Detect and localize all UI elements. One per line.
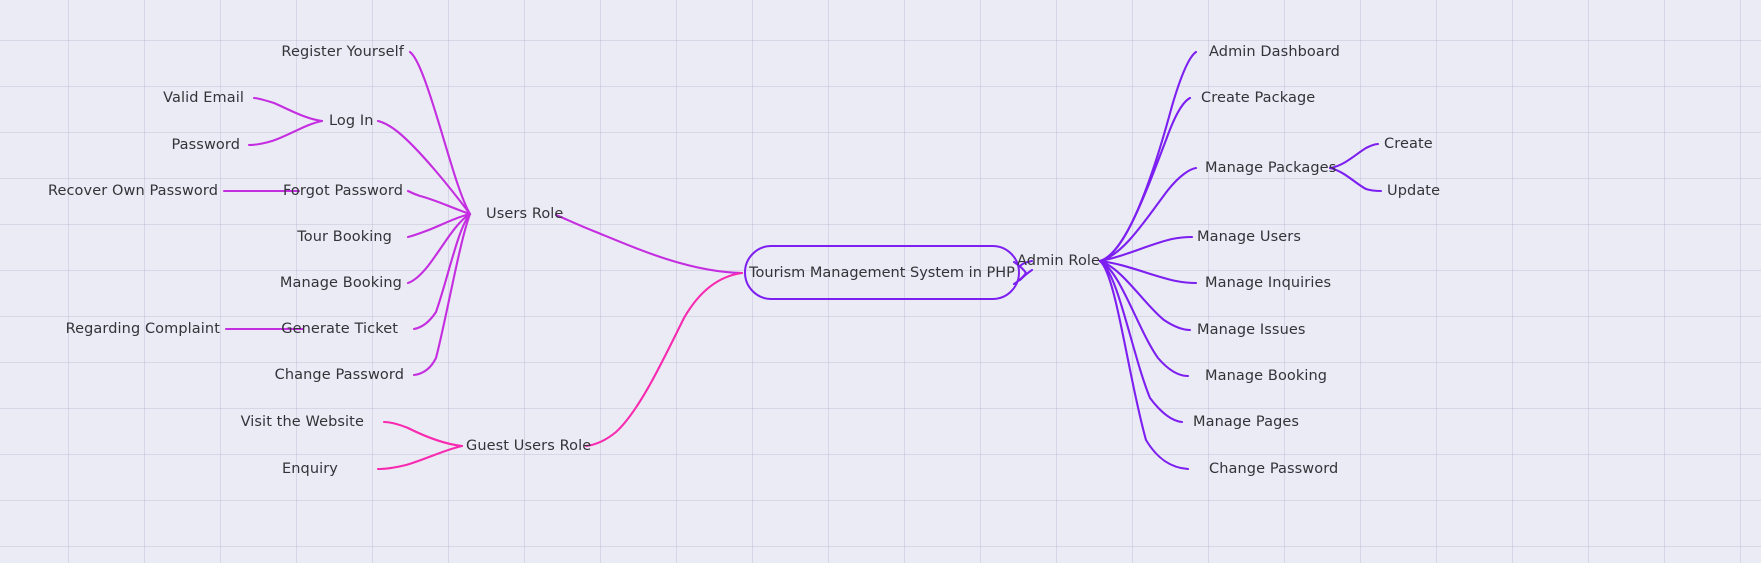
node-admin-dashboard[interactable]: Admin Dashboard: [1209, 43, 1340, 60]
node-visit-the-website[interactable]: Visit the Website: [240, 413, 364, 430]
node-create[interactable]: Create: [1384, 135, 1433, 152]
node-generate-ticket[interactable]: Generate Ticket: [281, 320, 398, 337]
node-manage-users[interactable]: Manage Users: [1197, 228, 1302, 245]
node-manage-booking-user[interactable]: Manage Booking: [279, 274, 402, 291]
node-create-package[interactable]: Create Package: [1201, 89, 1316, 106]
node-guest-users-role[interactable]: Guest Users Role: [466, 437, 592, 454]
node-manage-booking-admin[interactable]: Manage Booking: [1205, 367, 1328, 384]
node-tour-booking[interactable]: Tour Booking: [297, 228, 392, 245]
node-recover-own-password[interactable]: Recover Own Password: [47, 182, 218, 199]
node-update[interactable]: Update: [1387, 182, 1441, 199]
root-node-label: Tourism Management System in PHP: [749, 264, 1015, 281]
node-users-role[interactable]: Users Role: [486, 205, 564, 222]
root-node[interactable]: Tourism Management System in PHP: [744, 245, 1020, 300]
node-change-password-admin[interactable]: Change Password: [1209, 460, 1339, 477]
node-regarding-complaint[interactable]: Regarding Complaint: [65, 320, 220, 337]
node-manage-issues[interactable]: Manage Issues: [1197, 321, 1306, 338]
node-admin-role[interactable]: Admin Role: [1017, 252, 1101, 269]
node-manage-pages[interactable]: Manage Pages: [1193, 413, 1300, 430]
node-manage-packages[interactable]: Manage Packages: [1205, 159, 1337, 176]
node-enquiry[interactable]: Enquiry: [281, 460, 338, 477]
node-manage-inquiries[interactable]: Manage Inquiries: [1205, 274, 1332, 291]
node-log-in[interactable]: Log In: [329, 112, 374, 129]
node-forgot-password[interactable]: Forgot Password: [283, 182, 403, 199]
node-change-password-user[interactable]: Change Password: [274, 366, 404, 383]
node-password[interactable]: Password: [171, 136, 240, 153]
node-valid-email[interactable]: Valid Email: [163, 89, 244, 106]
node-register-yourself[interactable]: Register Yourself: [281, 43, 404, 60]
